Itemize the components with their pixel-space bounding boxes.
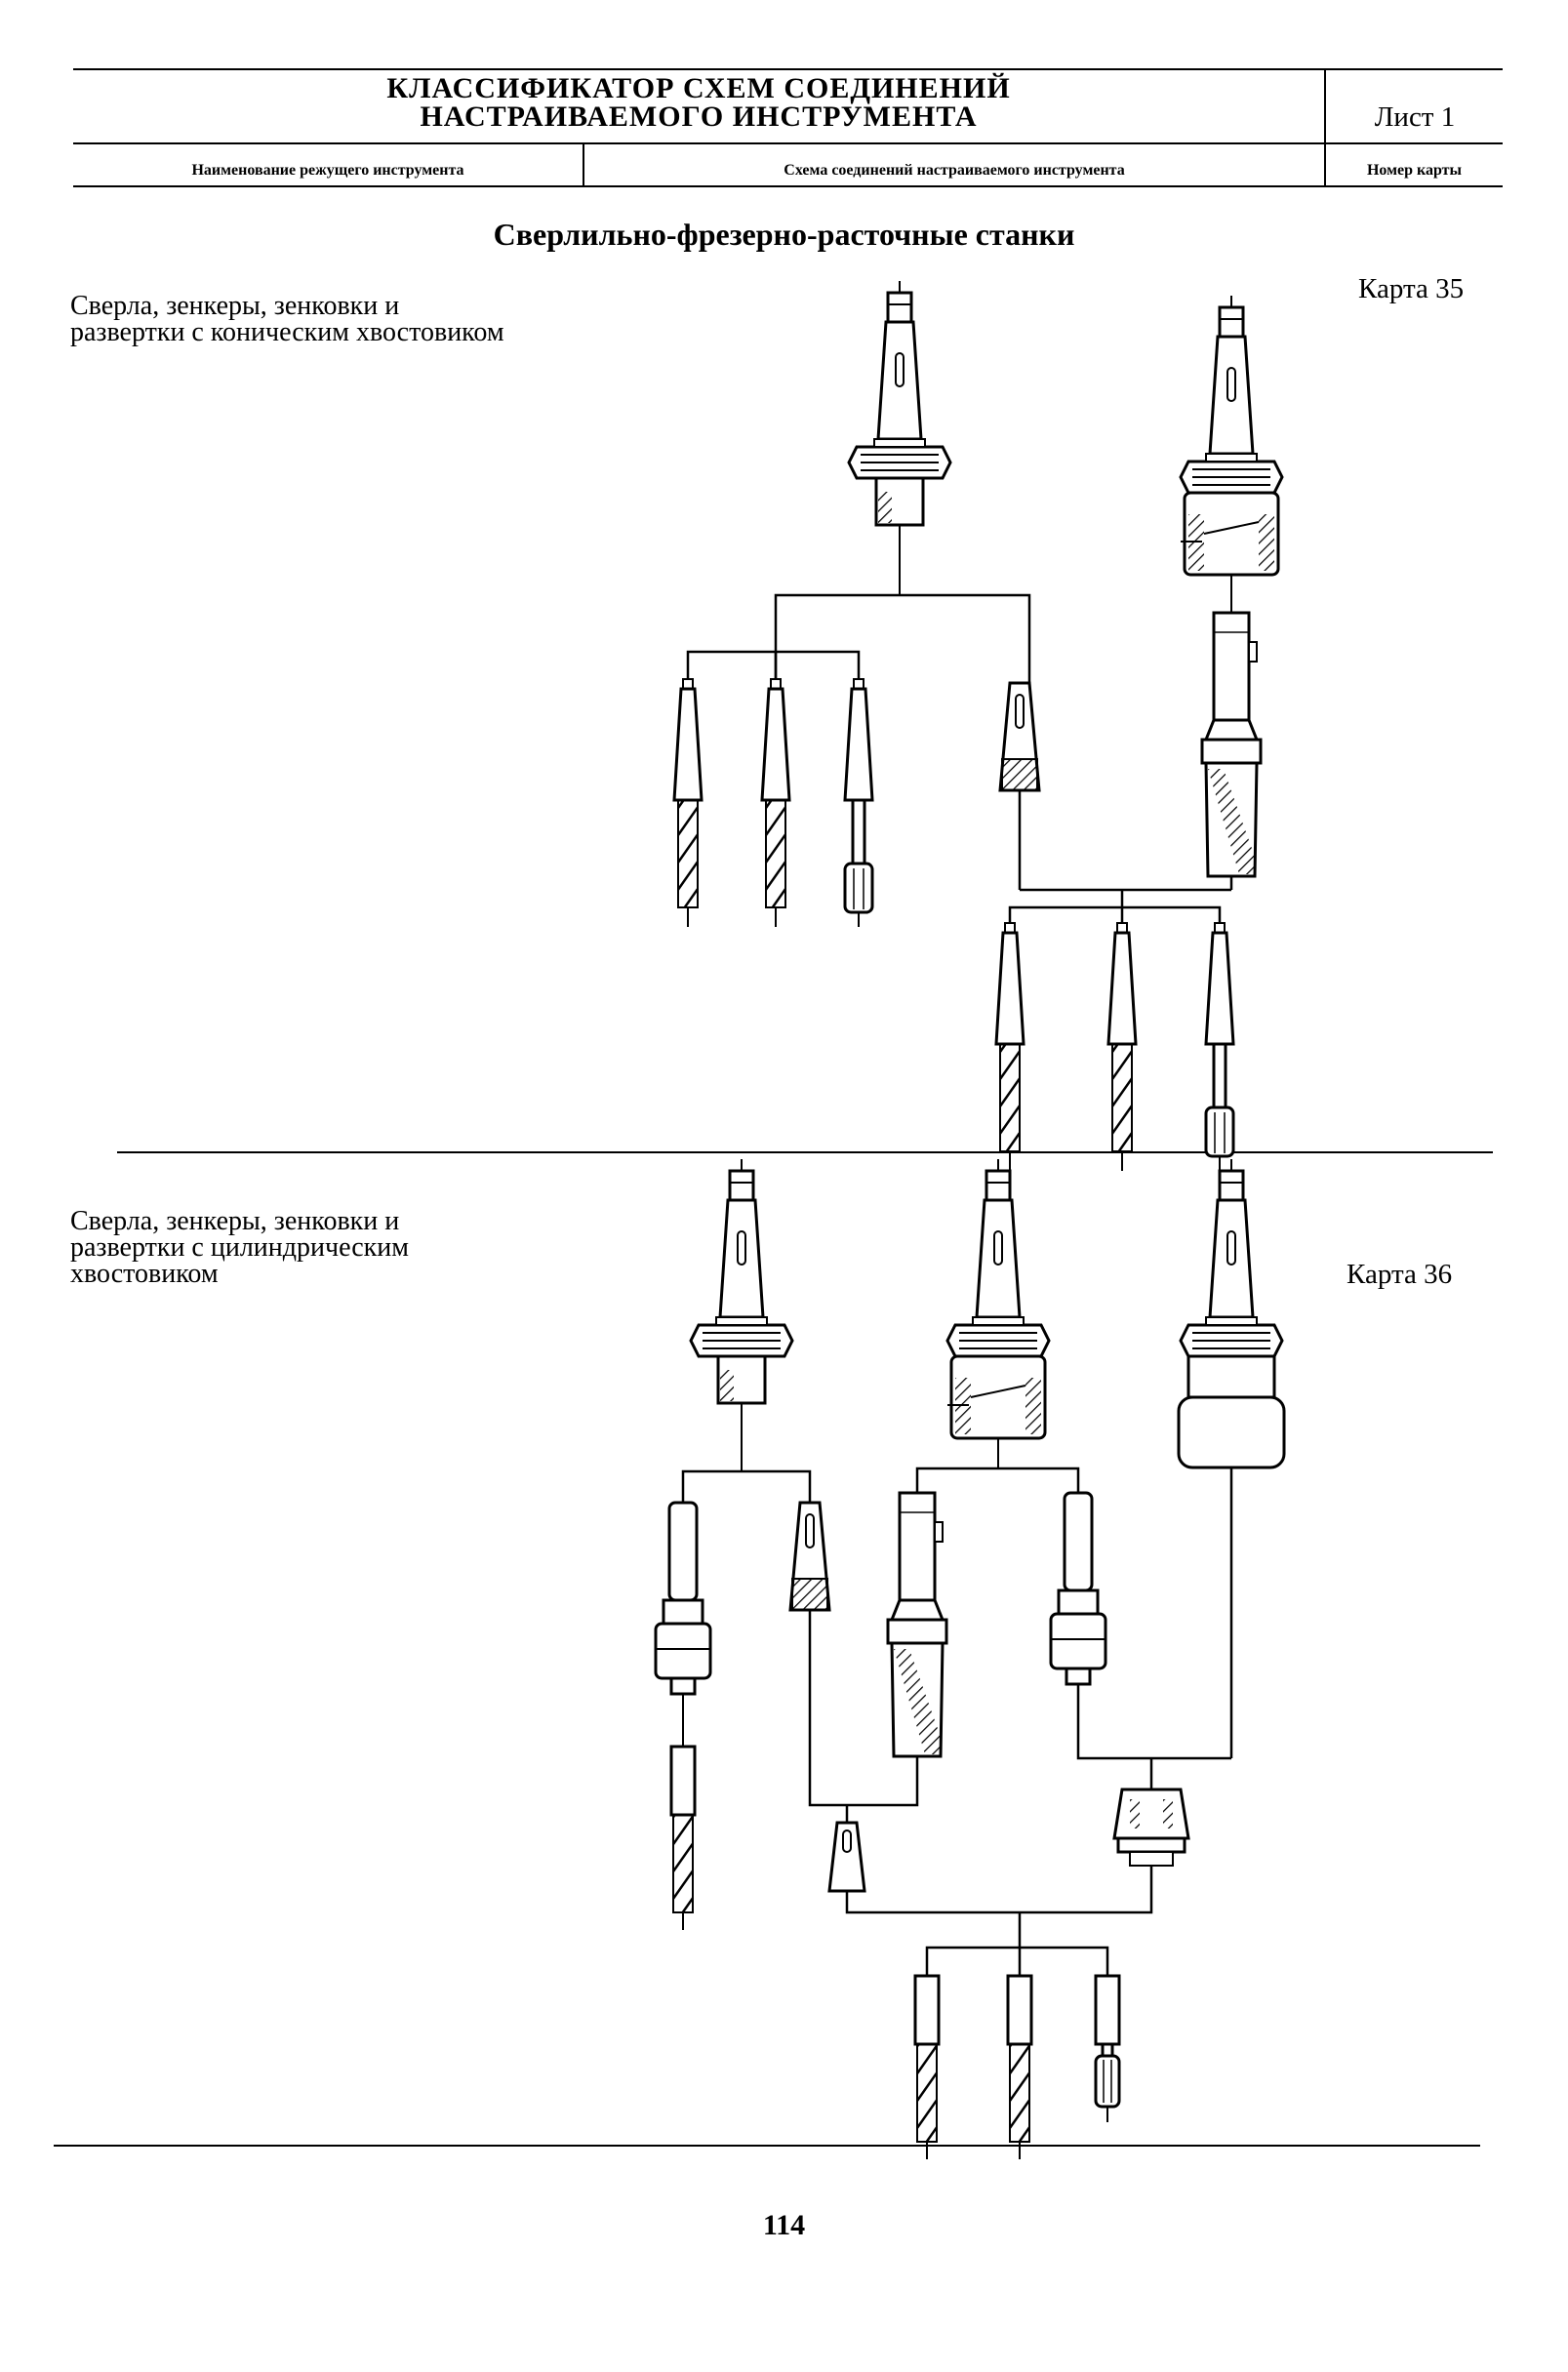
- card-36-description: Сверла, зенкеры, зенковки и развертки с …: [70, 1206, 409, 1289]
- column-header-card-number: Номер карты: [1366, 162, 1463, 179]
- section-title: Сверлильно-фрезерно-расточные станки: [493, 217, 1075, 252]
- page-title: КЛАССИФИКАТОР СХЕМ СОЕДИНЕНИЙ НАСТРАИВАЕ…: [73, 72, 1324, 133]
- card-36-desc-line-2: развертки с цилиндрическим: [70, 1232, 409, 1263]
- card-35-label: Карта 35: [1358, 273, 1465, 304]
- title-line-1: КЛАССИФИКАТОР СХЕМ СОЕДИНЕНИЙ: [386, 72, 1011, 104]
- header-divider-col1: [583, 142, 584, 187]
- page-number: 114: [762, 2209, 806, 2241]
- header-divider-sheet: [1324, 68, 1326, 187]
- card-divider: [117, 1151, 1493, 1153]
- column-header-tool-name: Наименование режущего инструмента: [191, 162, 464, 179]
- header-mid-rule: [73, 142, 1503, 144]
- bottom-rule: [54, 2145, 1480, 2147]
- card-36-desc-line-1: Сверла, зенкеры, зенковки и: [70, 1206, 400, 1236]
- card-36-desc-line-3: хвостовиком: [70, 1259, 219, 1289]
- card-36-label: Карта 36: [1347, 1259, 1453, 1290]
- card-35-diagram: [672, 279, 1284, 1173]
- card-35-desc-line-1: Сверла, зенкеры, зенковки и: [70, 291, 400, 321]
- card-35-desc-line-2: развертки с коническим хвостовиком: [70, 317, 504, 347]
- header-bottom-rule: [73, 185, 1503, 187]
- column-header-scheme: Схема соединений настраиваемого инструме…: [784, 162, 1125, 179]
- card-35-description: Сверла, зенкеры, зенковки и развертки с …: [70, 291, 504, 347]
- sheet-label: Лист 1: [1374, 101, 1456, 133]
- title-line-2: НАСТРАИВАЕМОГО ИНСТРУМЕНТА: [420, 101, 978, 133]
- header-top-rule: [73, 68, 1503, 70]
- card-36-diagram: [654, 1157, 1284, 2161]
